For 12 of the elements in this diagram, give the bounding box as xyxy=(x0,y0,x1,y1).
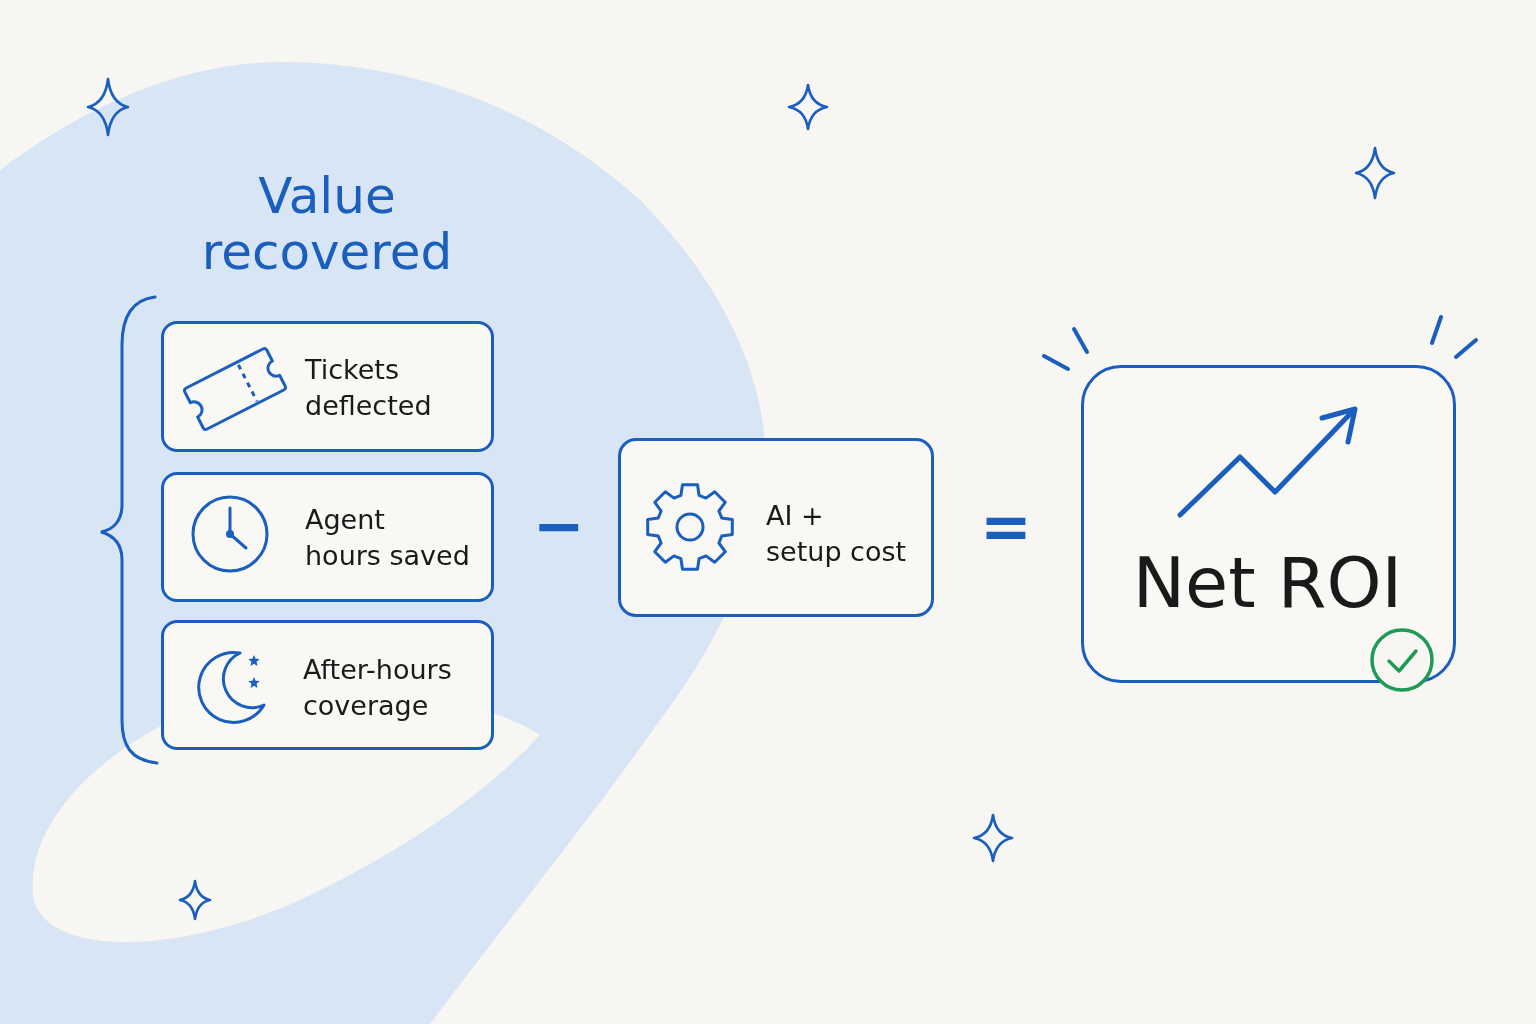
card-label: Tickets deflected xyxy=(305,353,432,423)
metric-card xyxy=(161,620,494,750)
metric-card xyxy=(161,321,494,452)
result-label: Net ROI xyxy=(1132,542,1403,623)
card-label: Agent hours saved xyxy=(305,503,470,573)
section-heading: Value recovered xyxy=(201,168,453,280)
minus-sign: − xyxy=(533,495,585,557)
metric-card xyxy=(161,472,494,602)
card-label: AI + setup cost xyxy=(766,499,907,569)
cost-card xyxy=(618,438,934,617)
card-label: After-hours coverage xyxy=(303,653,452,723)
equals-sign: = xyxy=(980,496,1032,558)
